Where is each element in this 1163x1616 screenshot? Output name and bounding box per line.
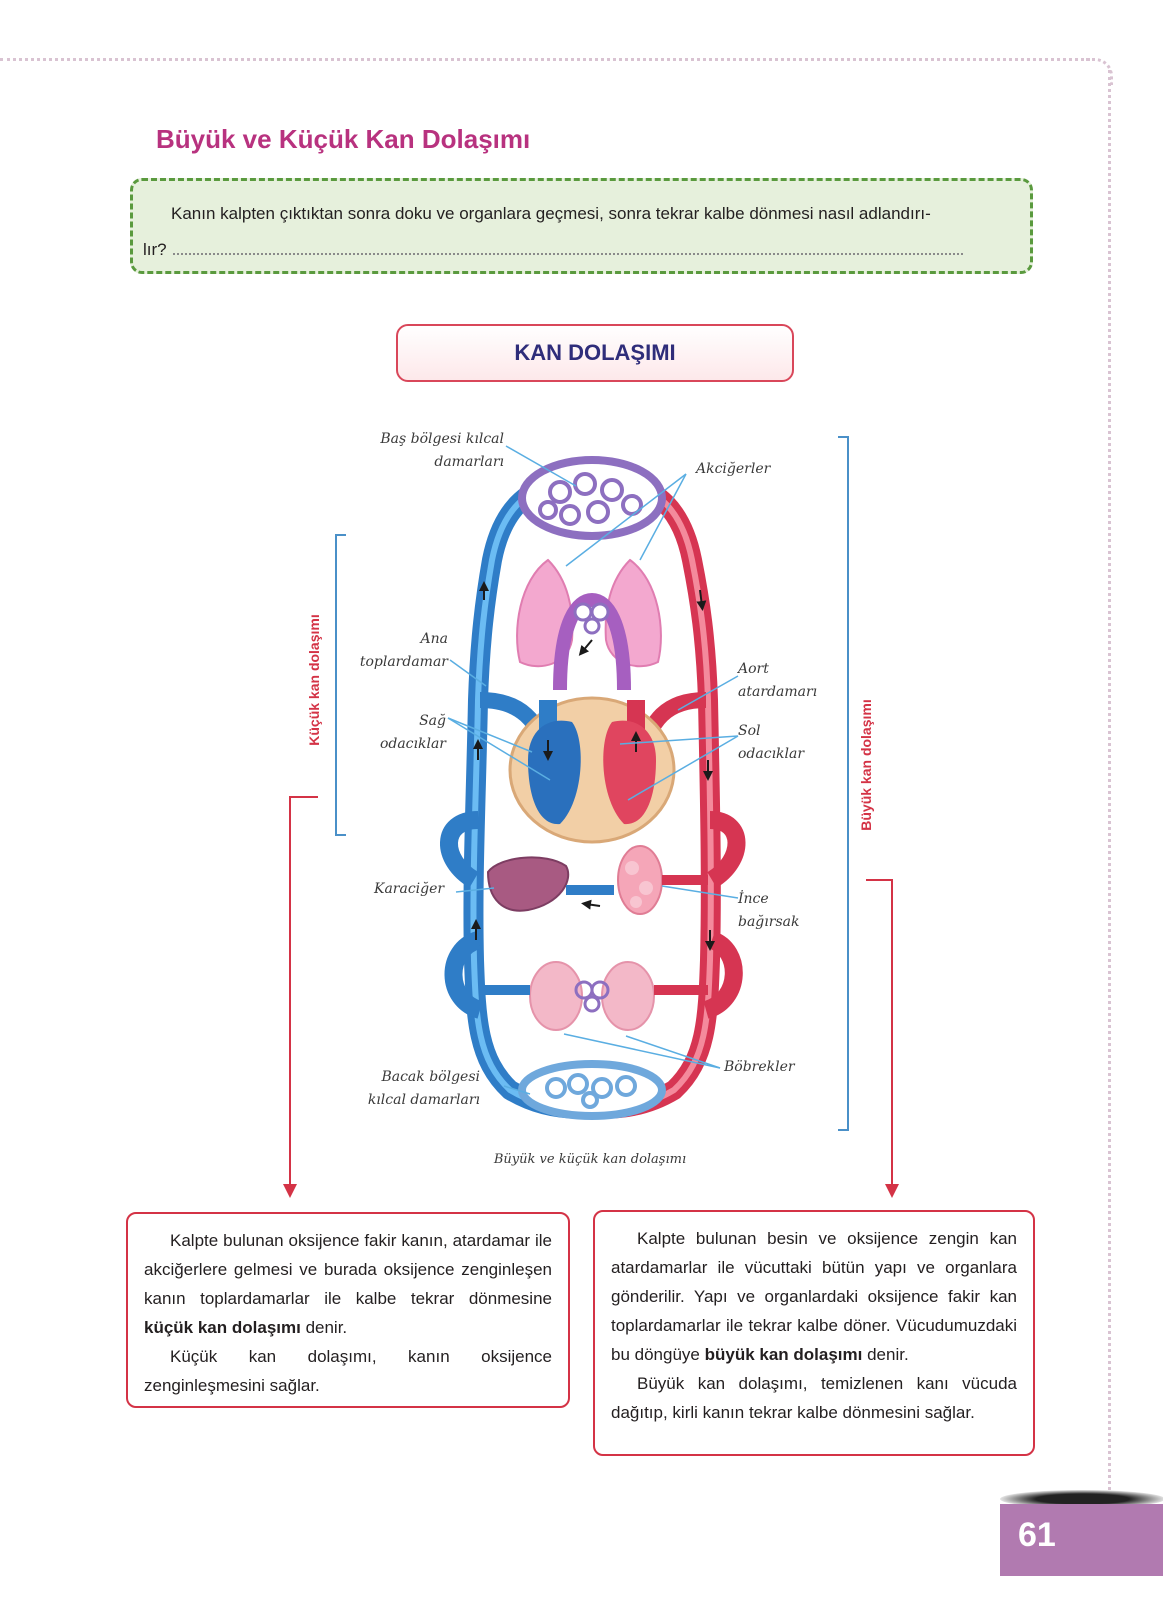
label-liver: Karaciğer (374, 881, 445, 897)
label-head-capillaries-line2: damarları (434, 454, 504, 470)
label-aorta-line2: atardamarı (738, 684, 818, 700)
systemic-term: büyük kan dolaşımı (704, 1345, 863, 1364)
question-box: Kanın kalpten çıktıktan sonra doku ve or… (130, 178, 1033, 274)
label-leg-capillaries-line2: kılcal damarları (367, 1092, 480, 1108)
label-lungs: Akciğerler (696, 461, 771, 477)
label-small-intestine-line2: bağırsak (738, 914, 800, 930)
label-leg-capillaries-line1: Bacak bölgesi (381, 1069, 480, 1085)
pulmonary-info-box: Kalpte bulunan oksijence fakir kanın, at… (126, 1212, 570, 1408)
label-aorta: Aort atardamarı (738, 658, 817, 704)
page-tab-shadow (1000, 1490, 1163, 1508)
label-right-chambers: Sağ odacıklar (356, 710, 446, 756)
liver (486, 856, 570, 912)
small-intestine (617, 845, 663, 915)
label-aorta-line1: Aort (738, 661, 769, 677)
page-border-top (0, 58, 1090, 61)
question-end: lır? (143, 240, 167, 259)
label-head-capillaries-line1: Baş bölgesi kılcal (380, 431, 504, 447)
page-number: 61 (1018, 1516, 1056, 1554)
label-head-capillaries: Baş bölgesi kılcal damarları (380, 428, 504, 474)
label-right-chambers-line2: odacıklar (379, 736, 446, 752)
label-right-chambers-line1: Sağ (419, 713, 446, 729)
systemic-text-a: Kalpte bulunan besin ve oksijence zengin… (611, 1229, 1017, 1364)
section-title: Büyük ve Küçük Kan Dolaşımı (156, 124, 531, 154)
page-border-corner (1086, 58, 1113, 85)
pulmonary-circulation-label: Küçük kan dolaşımı (306, 614, 322, 746)
head-capillaries (518, 456, 666, 540)
label-small-intestine: İnce bağırsak (738, 888, 799, 934)
page-number-tab: 61 (1000, 1504, 1163, 1576)
kidney-left (529, 961, 583, 1031)
systemic-circulation-label: Büyük kan dolaşımı (858, 699, 874, 831)
page-border-right (1108, 70, 1111, 1490)
label-left-chambers-line1: Sol (738, 723, 761, 739)
diagram-caption: Büyük ve küçük kan dolaşımı (493, 1152, 687, 1167)
question-line-1: Kanın kalpten çıktıktan sonra doku ve or… (171, 204, 931, 223)
question-line-2: lır? (143, 229, 1012, 271)
label-leg-capillaries: Bacak bölgesi kılcal damarları (356, 1066, 480, 1112)
label-main-vein-line1: Ana (420, 631, 448, 647)
pulmonary-text-a: Kalpte bulunan oksijence fakir kanın, at… (144, 1231, 552, 1308)
systemic-paragraph-2: Büyük kan dolaşımı, temizlenen kanı vücu… (611, 1374, 1017, 1422)
pulmonary-text-b: denir. (300, 1318, 348, 1337)
label-main-vein: Ana toplardamar (340, 628, 448, 674)
pulmonary-paragraph-2: Küçük kan dolaşımı, kanın oksijence zeng… (144, 1347, 552, 1395)
label-left-chambers: Sol odacıklar (738, 720, 804, 766)
label-kidneys: Böbrekler (724, 1059, 795, 1075)
systemic-paragraph-1: Kalpte bulunan besin ve oksijence zengin… (611, 1224, 1017, 1369)
pulmonary-term: küçük kan dolaşımı (144, 1318, 301, 1337)
diagram-heading: KAN DOLAŞIMI (396, 324, 794, 382)
right-ventricle (528, 720, 581, 825)
systemic-info-box: Kalpte bulunan besin ve oksijence zengin… (593, 1210, 1035, 1456)
kidney-right (601, 961, 655, 1031)
label-left-chambers-line2: odacıklar (738, 746, 805, 762)
left-ventricle (603, 720, 656, 825)
answer-dotted-line[interactable] (172, 241, 963, 255)
label-small-intestine-line1: İnce (738, 891, 769, 907)
systemic-text-b: denir. (862, 1345, 909, 1364)
label-main-vein-line2: toplardamar (359, 654, 448, 670)
pulmonary-paragraph-1: Kalpte bulunan oksijence fakir kanın, at… (144, 1226, 552, 1342)
